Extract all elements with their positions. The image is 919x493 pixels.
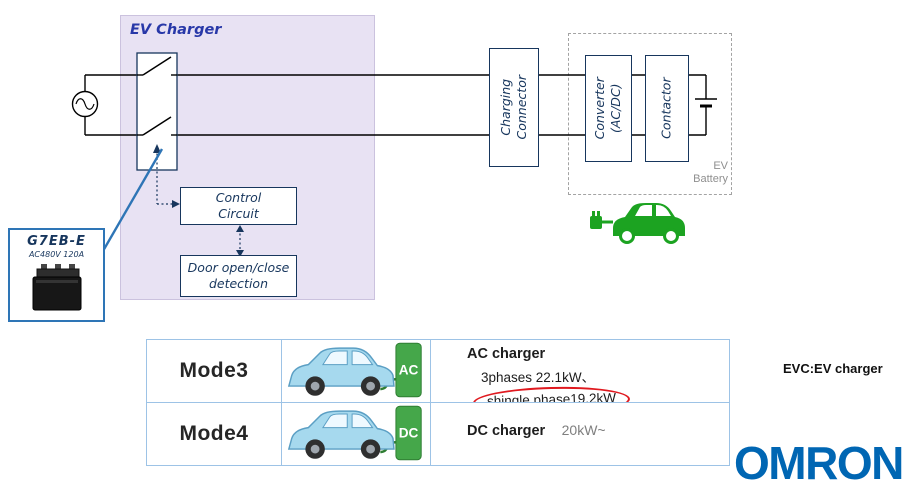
- door-detection-label: Door open/close: [187, 260, 290, 276]
- relay-product-image: [32, 264, 81, 311]
- modes-table: Mode3 AC AC charger 3phases 22.1kW、 shin…: [146, 339, 730, 466]
- mode3-label: Mode3: [147, 340, 282, 403]
- charging-connector-block: Charging Connector: [489, 48, 539, 167]
- evc-footnote: EVC:EV charger: [783, 361, 883, 376]
- ac-plug-label: AC: [399, 363, 419, 378]
- relay-model-label: G7EB-E: [27, 234, 86, 249]
- ev-car-icon: [590, 203, 685, 244]
- red-circle-annotation: shingle phase19.2kW: [472, 384, 631, 403]
- ac-source-icon: [71, 90, 99, 118]
- control-circuit-box: Control Circuit: [180, 187, 297, 225]
- relay-rating-label: AC480V 120A: [28, 250, 85, 259]
- dc-charger-detail: 20kW~: [561, 421, 606, 438]
- ev-battery-dashed-box: [568, 33, 732, 195]
- dc-charger-title: DC charger: [467, 422, 546, 439]
- door-detection-box: Door open/close detection: [180, 255, 297, 297]
- ac-charger-cell: AC charger 3phases 22.1kW、 shingle phase…: [431, 340, 729, 403]
- charging-connector-label: Charging Connector: [497, 75, 530, 140]
- mode4-label: Mode4: [147, 402, 282, 465]
- relay-callout-box: G7EB-E AC480V 120A: [8, 228, 105, 322]
- dc-plug-label: DC: [399, 426, 419, 441]
- ac-charger-detail-2: shingle phase19.2kW: [486, 390, 617, 403]
- converter-block: Converter (AC/DC): [585, 55, 632, 162]
- omron-logo: OMRON: [734, 437, 904, 489]
- mode4-car-image: DC: [282, 402, 431, 465]
- contactor-block: Contactor: [645, 55, 689, 162]
- contactor-label: Contactor: [658, 77, 674, 140]
- converter-label: Converter (AC/DC): [592, 77, 624, 140]
- ac-charger-detail-1: 3phases 22.1kW、: [481, 370, 596, 385]
- ev-battery-label: EV Battery: [693, 160, 728, 185]
- ac-charger-title: AC charger: [467, 346, 546, 362]
- ev-charger-title: EV Charger: [130, 22, 222, 38]
- mode3-car-image: AC: [282, 340, 431, 403]
- dc-charger-cell: DC charger 20kW~: [431, 403, 729, 466]
- control-circuit-label: Control: [215, 190, 262, 206]
